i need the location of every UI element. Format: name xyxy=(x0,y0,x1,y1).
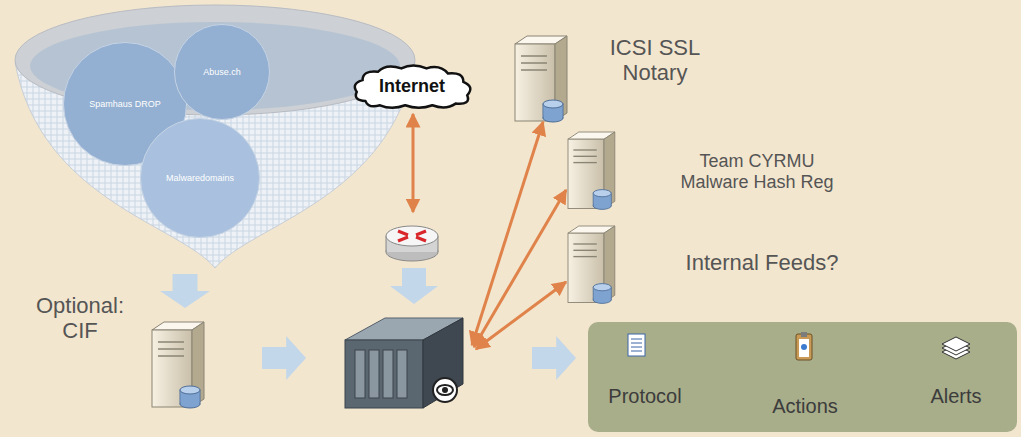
server-label: Team CYRMU Malware Hash Reg xyxy=(667,151,847,192)
flow-arrow xyxy=(262,336,306,380)
server-icon xyxy=(568,132,615,209)
server-slot xyxy=(521,62,547,64)
feed-circle: Malwaredomains xyxy=(140,118,260,238)
sensor-bay xyxy=(397,350,407,398)
server-icon xyxy=(152,322,204,408)
disk-top xyxy=(593,190,611,197)
document-line xyxy=(631,339,642,340)
server-slot xyxy=(521,55,547,57)
clipboard-paper xyxy=(799,339,809,357)
output-label: Actions xyxy=(772,395,838,418)
alerts-stack-icon xyxy=(942,337,970,359)
server-slot xyxy=(573,156,596,157)
disk-top xyxy=(543,100,563,108)
link-arrow xyxy=(474,190,566,347)
server-slot xyxy=(573,162,596,163)
output-panel: Protocol Actions Alerts xyxy=(588,322,1017,432)
router-icon xyxy=(386,226,438,261)
server-slot xyxy=(158,341,184,343)
server-slot xyxy=(158,355,184,357)
server-slot xyxy=(573,250,596,251)
clipboard-clip xyxy=(801,332,807,337)
node-label: Internet xyxy=(379,76,445,97)
server-label: Optional: CIF xyxy=(21,293,139,344)
internet-cloud: Internet xyxy=(349,60,475,112)
server-slot xyxy=(521,69,547,71)
sensor-bay xyxy=(355,350,365,398)
router-arrow xyxy=(416,231,426,235)
sensor-front xyxy=(345,340,423,408)
clipboard-mark xyxy=(801,344,807,350)
output-label: Protocol xyxy=(608,385,681,408)
router-arrow xyxy=(398,237,408,241)
sensor-side xyxy=(423,318,463,408)
sensor-server xyxy=(345,318,463,408)
node-label: Abuse.ch xyxy=(203,67,241,77)
link-arrow xyxy=(412,114,415,212)
disk-top xyxy=(180,386,200,394)
output-label: Alerts xyxy=(930,385,981,408)
server-slot xyxy=(573,256,596,257)
disk-top xyxy=(593,284,611,291)
document-page xyxy=(628,334,645,356)
cloud-outline xyxy=(355,65,471,107)
flow-arrow xyxy=(390,268,438,304)
router-top xyxy=(386,226,438,246)
eye-icon xyxy=(433,378,457,402)
server-slot xyxy=(158,348,184,350)
server-icon xyxy=(515,36,567,122)
clipboard-board xyxy=(796,334,812,360)
server-slot xyxy=(573,149,596,150)
document-line xyxy=(631,343,642,344)
flow-arrow xyxy=(532,336,576,380)
stack-sheet xyxy=(942,337,970,351)
node-label: Spamhaus DROP xyxy=(89,99,161,109)
router-arrow xyxy=(398,231,408,235)
node-label: Internal Feeds? xyxy=(647,250,877,275)
node-label: Optional: CIF xyxy=(21,293,139,344)
eye-pupil xyxy=(437,385,453,395)
eye-iris xyxy=(442,387,448,393)
funnel xyxy=(15,5,415,268)
flow-arrow xyxy=(160,274,210,308)
server-slot xyxy=(573,243,596,244)
sensor-bay xyxy=(383,350,393,398)
server-label: ICSI SSL Notary xyxy=(590,35,720,86)
link-arrow xyxy=(476,282,566,349)
link-arrow xyxy=(472,122,543,345)
router-arrow xyxy=(416,237,426,241)
node-label: ICSI SSL Notary xyxy=(590,35,720,86)
node-label: Team CYRMU Malware Hash Reg xyxy=(667,151,847,192)
document-icon xyxy=(628,334,645,356)
feed-circle: Abuse.ch xyxy=(174,24,270,120)
document-line xyxy=(631,351,642,352)
sensor-bay xyxy=(369,350,379,398)
node-label: Malwaredomains xyxy=(166,173,234,183)
server-icon xyxy=(568,226,615,303)
document-line xyxy=(631,347,642,348)
clipboard-icon xyxy=(796,332,812,360)
server-label: Internal Feeds? xyxy=(647,250,877,275)
